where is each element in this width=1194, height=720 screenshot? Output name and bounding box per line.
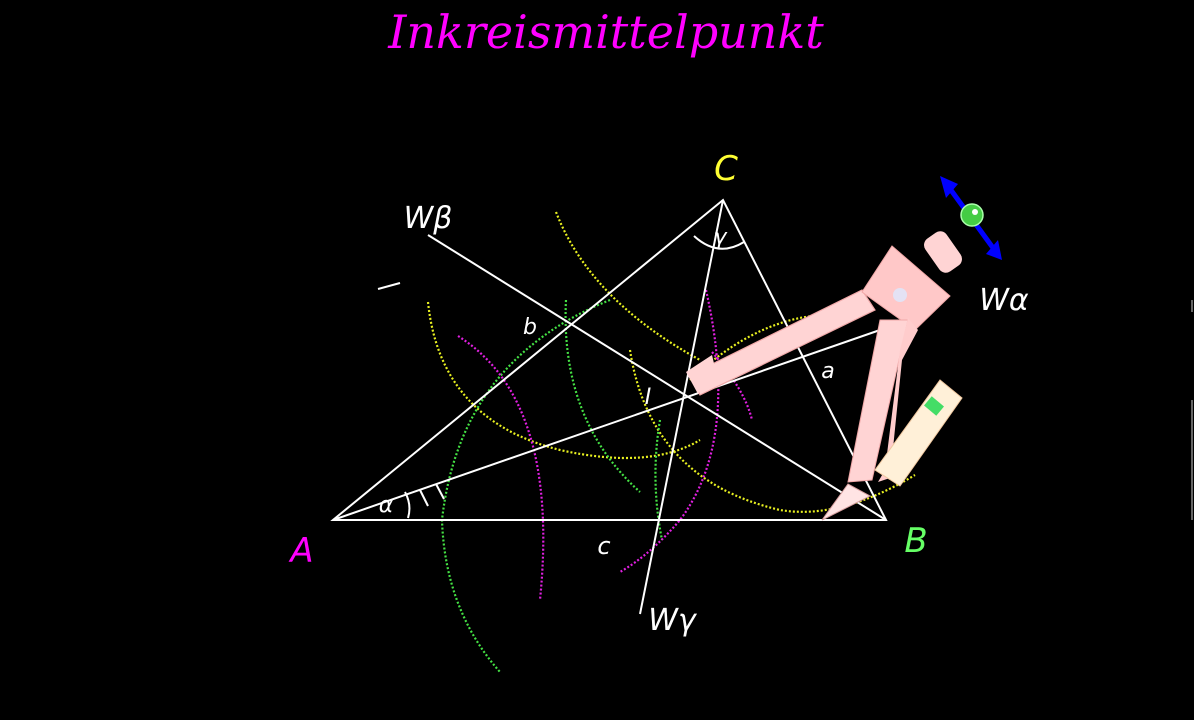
- bisector-w-gamma: [639, 199, 724, 615]
- bisector-tick-1: [419, 489, 429, 507]
- side-label-a: a: [821, 359, 834, 384]
- arc-green-2: [564, 299, 641, 493]
- triangle-ABC: [330, 198, 888, 521]
- arc-yellow-3: [628, 349, 916, 513]
- bisector-label-w-alpha: Wα: [979, 283, 1029, 318]
- incenter-label: I: [645, 385, 652, 410]
- vertex-label-A: A: [288, 531, 313, 571]
- side-label-b: b: [523, 315, 537, 340]
- angle-marks: [377, 235, 745, 519]
- bisector-tick-2: [435, 483, 445, 500]
- angle-arc-alpha: [404, 491, 411, 519]
- side-label-c: c: [597, 532, 610, 560]
- arc-green-3: [654, 419, 664, 541]
- angle-label-gamma: γ: [713, 225, 727, 250]
- arc-magenta-2: [619, 289, 720, 573]
- arc-yellow-2: [554, 211, 701, 361]
- bisector-w-alpha: [332, 329, 881, 521]
- arc-green-1: [440, 298, 611, 673]
- rotate-handle-icon[interactable]: [960, 203, 984, 227]
- bisector-label-w-beta: Wβ: [404, 201, 453, 236]
- angle-bisectors: [332, 199, 887, 615]
- compass-icon[interactable]: [686, 228, 965, 521]
- vertex-label-B: B: [904, 521, 927, 561]
- bisector-w-beta: [427, 234, 887, 521]
- arc-yellow-1: [426, 301, 701, 460]
- angle-arc-gamma: [693, 235, 745, 250]
- stray-stroke: [377, 282, 401, 290]
- arc-magenta-1: [457, 335, 545, 601]
- vertex-label-C: C: [714, 149, 738, 189]
- page-title: Inkreismittelpunkt: [387, 5, 824, 59]
- angle-label-alpha: α: [379, 493, 394, 518]
- arc-magenta-3: [711, 351, 754, 421]
- bisector-label-w-gamma: Wγ: [648, 603, 698, 638]
